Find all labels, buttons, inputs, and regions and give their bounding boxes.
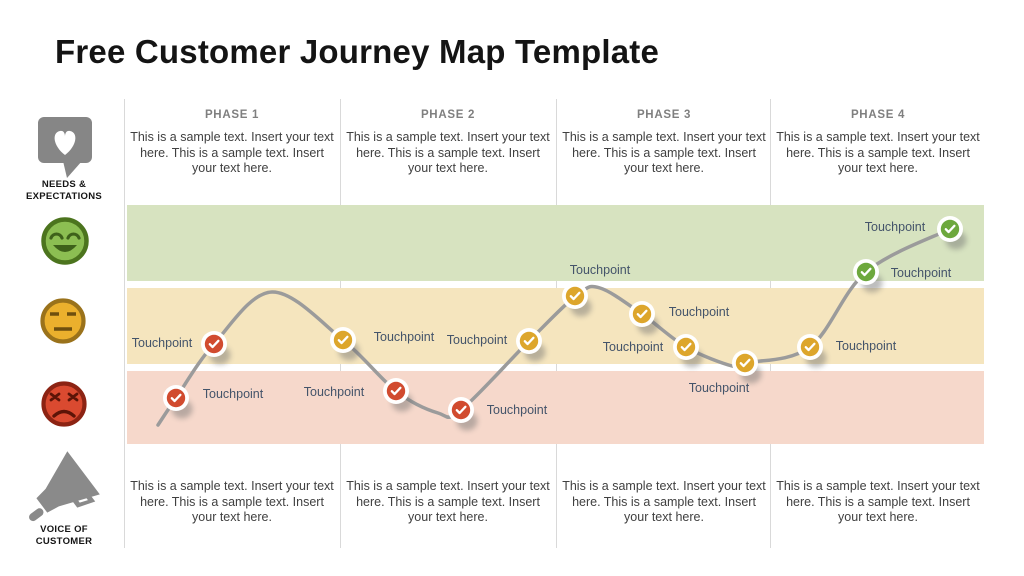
column-divider xyxy=(124,99,125,548)
touchpoint-label: Touchpoint xyxy=(202,387,264,401)
angry-face-icon xyxy=(41,381,87,427)
megaphone-icon xyxy=(29,451,100,522)
needs-label-line2: EXPECTATIONS xyxy=(25,190,103,202)
phase-4-bottom-text: This is a sample text. Insert your text … xyxy=(776,479,980,525)
phase-column-2: PHASE 2 This is a sample text. Insert yo… xyxy=(340,0,556,576)
phase-1-top-text: This is a sample text. Insert your text … xyxy=(130,130,334,176)
phase-3-top-text: This is a sample text. Insert your text … xyxy=(562,130,766,176)
check-icon xyxy=(739,358,751,368)
needs-expectations-label: NEEDS & EXPECTATIONS xyxy=(6,179,122,203)
needs-label-line1: NEEDS & xyxy=(41,179,87,190)
check-icon xyxy=(170,393,182,403)
touchpoint-marker-red xyxy=(201,331,231,365)
phase-3-header: PHASE 3 xyxy=(636,109,692,121)
touchpoint-label: Touchpoint xyxy=(486,403,548,417)
phase-2-header: PHASE 2 xyxy=(420,109,476,121)
touchpoint-label: Touchpoint xyxy=(131,336,193,350)
journey-band-neutral xyxy=(127,288,984,364)
journey-band-positive xyxy=(127,205,984,281)
touchpoint-label: Touchpoint xyxy=(373,330,435,344)
touchpoint-marker-yellow xyxy=(797,334,827,368)
phase-2-top-text: This is a sample text. Insert your text … xyxy=(346,130,550,176)
happy-face-icon xyxy=(41,217,89,265)
touchpoint-label: Touchpoint xyxy=(890,266,952,280)
check-icon xyxy=(944,224,956,234)
check-icon xyxy=(390,386,402,396)
touchpoint-label: Touchpoint xyxy=(864,220,926,234)
touchpoint-label: Touchpoint xyxy=(303,385,365,399)
touchpoint-label: Touchpoint xyxy=(668,305,730,319)
phase-column-4: PHASE 4 This is a sample text. Insert yo… xyxy=(770,0,986,576)
touchpoint-marker-red xyxy=(448,397,478,431)
touchpoint-label: Touchpoint xyxy=(569,263,631,277)
touchpoint-marker-red xyxy=(383,378,413,412)
touchpoint-label: Touchpoint xyxy=(688,381,750,395)
phase-3-bottom-text: This is a sample text. Insert your text … xyxy=(562,479,766,525)
check-icon xyxy=(523,336,535,346)
touchpoint-marker-yellow xyxy=(562,283,592,317)
check-icon xyxy=(860,267,872,277)
touchpoint-marker-red xyxy=(163,385,193,419)
touchpoint-label: Touchpoint xyxy=(835,339,897,353)
check-icon xyxy=(455,405,467,415)
speech-bubble-heart-icon xyxy=(38,117,92,178)
touchpoint-marker-yellow xyxy=(516,328,546,362)
touchpoint-marker-yellow xyxy=(732,350,762,384)
check-icon xyxy=(208,339,220,349)
journey-band-negative xyxy=(127,371,984,444)
phase-column-1: PHASE 1 This is a sample text. Insert yo… xyxy=(124,0,340,576)
check-icon xyxy=(636,309,648,319)
voice-label-line2: CUSTOMER xyxy=(35,535,93,547)
touchpoint-marker-yellow xyxy=(330,327,360,361)
phase-1-header: PHASE 1 xyxy=(204,109,260,121)
check-icon xyxy=(569,291,581,301)
touchpoint-marker-green xyxy=(853,259,883,293)
touchpoint-label: Touchpoint xyxy=(602,340,664,354)
voice-of-customer-label: VOICE OF CUSTOMER xyxy=(6,524,122,548)
touchpoint-marker-yellow xyxy=(629,301,659,335)
page-title: Free Customer Journey Map Template xyxy=(55,33,660,70)
touchpoint-label: Touchpoint xyxy=(446,333,508,347)
check-icon xyxy=(337,335,349,345)
phase-column-3: PHASE 3 This is a sample text. Insert yo… xyxy=(556,0,772,576)
touchpoint-marker-green xyxy=(937,216,967,250)
phase-4-top-text: This is a sample text. Insert your text … xyxy=(776,130,980,176)
phase-1-bottom-text: This is a sample text. Insert your text … xyxy=(130,479,334,525)
journey-curve xyxy=(156,227,952,427)
voice-label-line1: VOICE OF xyxy=(40,524,88,535)
check-icon xyxy=(804,342,816,352)
touchpoint-marker-yellow xyxy=(673,334,703,368)
phase-2-bottom-text: This is a sample text. Insert your text … xyxy=(346,479,550,525)
check-icon xyxy=(680,342,692,352)
neutral-face-icon xyxy=(40,298,86,344)
phase-4-header: PHASE 4 xyxy=(850,109,906,121)
